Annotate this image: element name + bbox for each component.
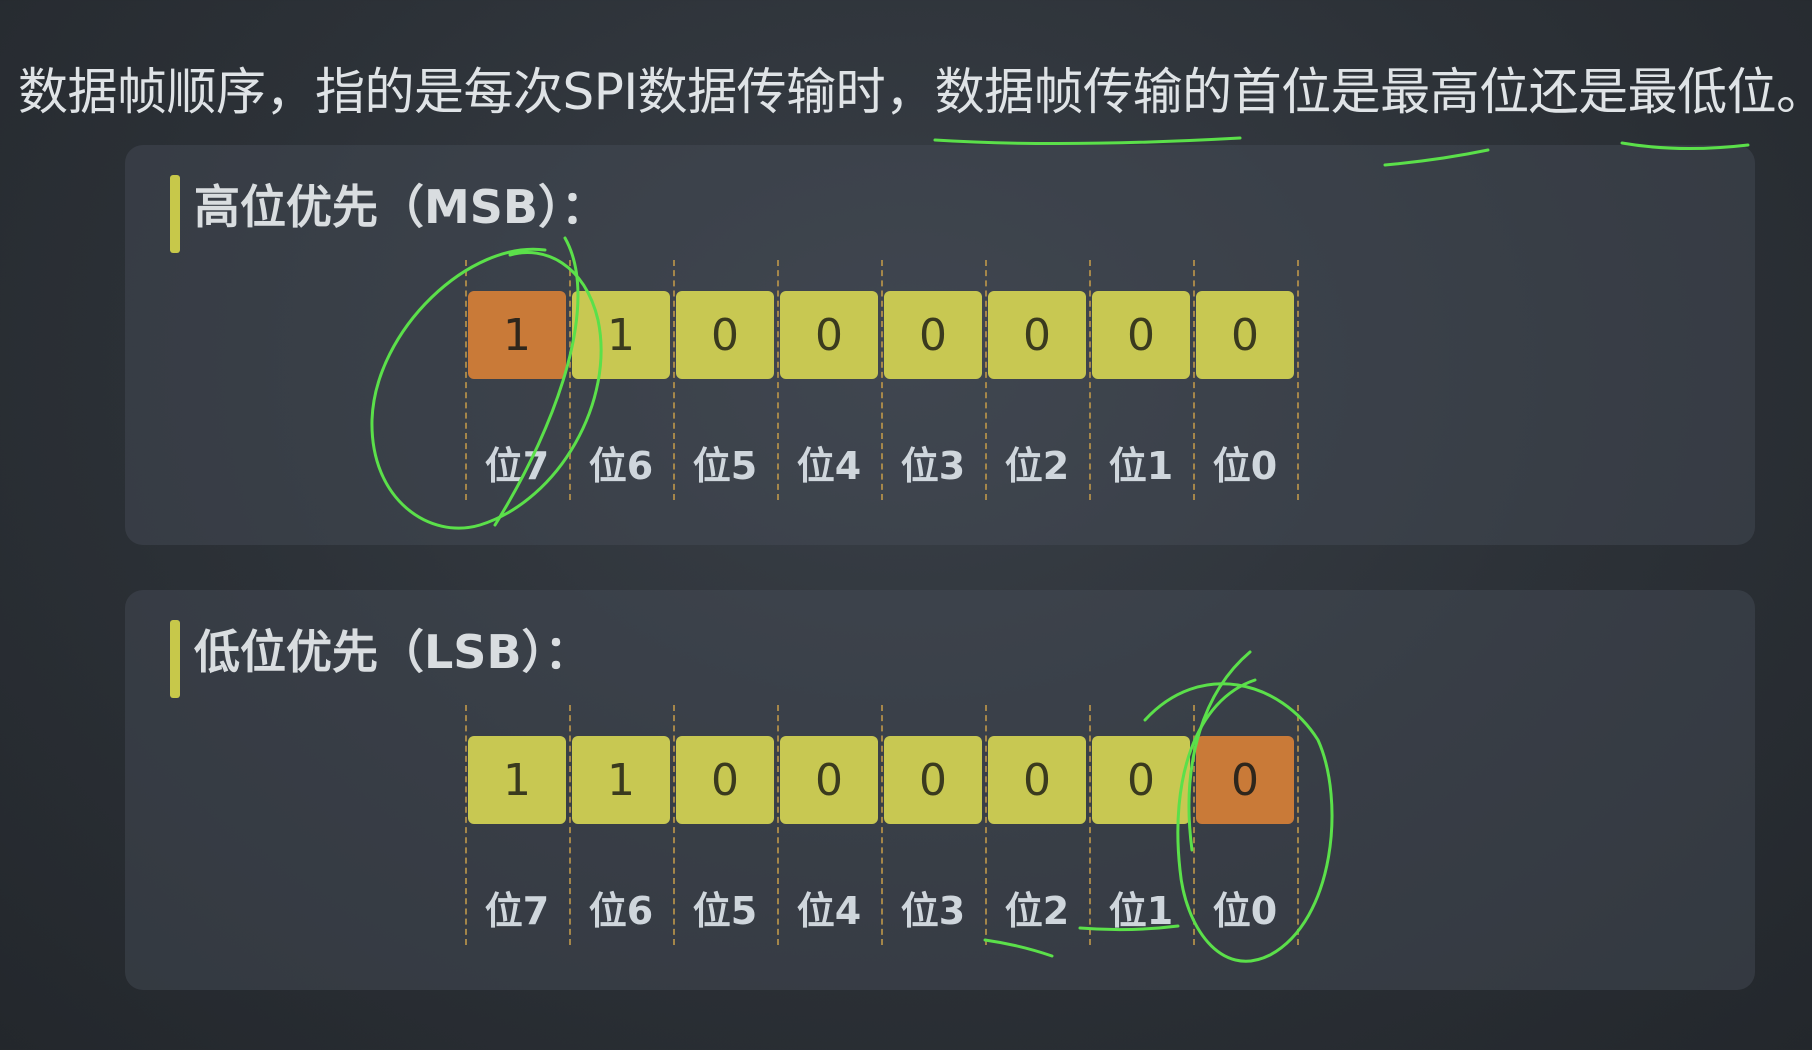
msb-title-text: 高位优先（MSB）： (194, 180, 607, 234)
msb-bit-label-0: 位0 (1212, 444, 1278, 488)
msb-panel: 高位优先（MSB）： 1 1 0 0 0 0 0 0 位7 位6 位5 位4 位… (125, 145, 1755, 545)
msb-bit-cell-6: 1 (572, 291, 670, 379)
msb-bit-cell-3: 0 (884, 291, 982, 379)
msb-accent-bar (170, 175, 180, 253)
headline: 数据帧顺序，指的是每次SPI数据传输时，数据帧传输的首位是最高位还是最低位。 (18, 63, 1812, 121)
lsb-bit-cell-2: 0 (988, 736, 1086, 824)
msb-bit-label-4: 位4 (796, 444, 862, 488)
msb-bit-row: 1 1 0 0 0 0 0 0 位7 位6 位5 位4 位3 位2 位1 位0 (465, 145, 1305, 545)
lsb-bit-label-7: 位7 (484, 889, 550, 933)
lsb-title-text: 低位优先（LSB）： (194, 625, 591, 679)
msb-bit-cell-7: 1 (468, 291, 566, 379)
msb-bit-cell-4: 0 (780, 291, 878, 379)
lsb-bit-row: 1 1 0 0 0 0 0 0 位7 位6 位5 位4 位3 位2 位1 位0 (465, 590, 1305, 990)
lsb-bit-label-0: 位0 (1212, 889, 1278, 933)
lsb-panel: 低位优先（LSB）： 1 1 0 0 0 0 0 0 位7 位6 位5 位4 位… (125, 590, 1755, 990)
msb-bit-label-7: 位7 (484, 444, 550, 488)
msb-bit-label-3: 位3 (900, 444, 966, 488)
lsb-bit-cell-7: 1 (468, 736, 566, 824)
lsb-accent-bar (170, 620, 180, 698)
msb-bit-cell-0: 0 (1196, 291, 1294, 379)
lsb-bit-label-3: 位3 (900, 889, 966, 933)
lsb-bit-cell-5: 0 (676, 736, 774, 824)
lsb-bit-label-5: 位5 (692, 889, 758, 933)
lsb-bit-label-2: 位2 (1004, 889, 1070, 933)
lsb-bit-cell-6: 1 (572, 736, 670, 824)
lsb-bit-label-4: 位4 (796, 889, 862, 933)
lsb-bit-cell-3: 0 (884, 736, 982, 824)
msb-bit-cell-5: 0 (676, 291, 774, 379)
lsb-bit-label-1: 位1 (1108, 889, 1174, 933)
lsb-bit-cell-4: 0 (780, 736, 878, 824)
msb-bit-label-5: 位5 (692, 444, 758, 488)
msb-bit-cell-1: 0 (1092, 291, 1190, 379)
lsb-panel-title: 低位优先（LSB）： (170, 616, 591, 698)
underline-stroke-1 (933, 136, 1242, 146)
msb-bit-label-1: 位1 (1108, 444, 1174, 488)
msb-bit-cell-2: 0 (988, 291, 1086, 379)
msb-bit-label-2: 位2 (1004, 444, 1070, 488)
lsb-bit-label-6: 位6 (588, 889, 654, 933)
msb-panel-title: 高位优先（MSB）： (170, 171, 607, 253)
msb-bit-label-6: 位6 (588, 444, 654, 488)
lsb-bit-cell-1: 0 (1092, 736, 1190, 824)
lsb-bit-cell-0: 0 (1196, 736, 1294, 824)
